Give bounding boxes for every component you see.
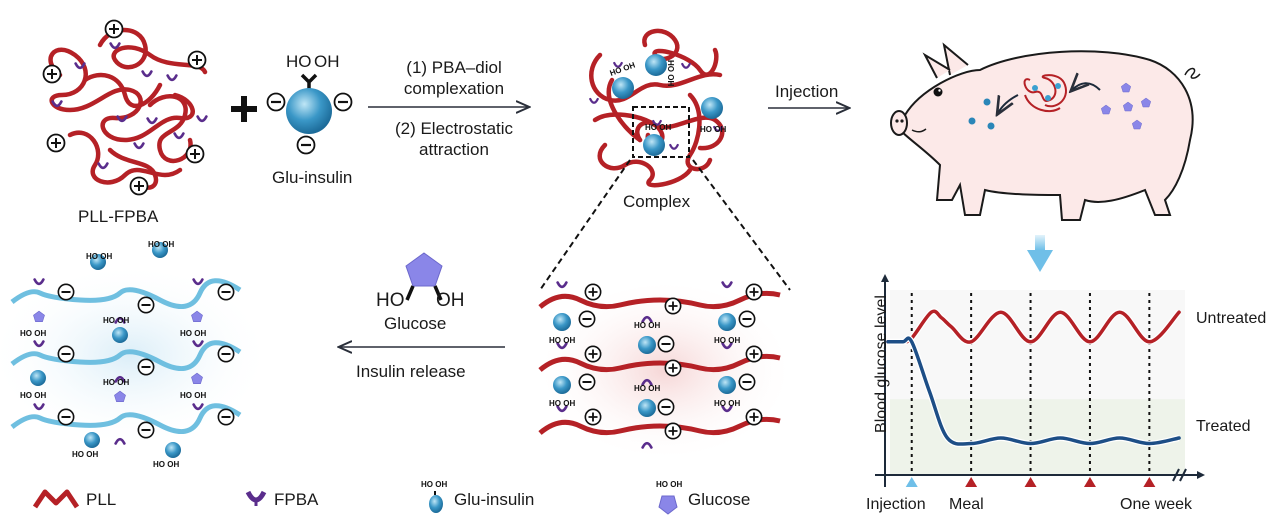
- svg-text:HO OH: HO OH: [153, 460, 179, 469]
- chart-axis-break: [1172, 468, 1180, 482]
- chart-y-axis-arrow: [881, 274, 889, 282]
- svg-text:HO OH: HO OH: [666, 60, 675, 86]
- svg-text:HO OH: HO OH: [421, 480, 447, 489]
- down-arrow-icon: [1027, 235, 1053, 272]
- chart-x-tick-injection: Injection: [866, 496, 926, 513]
- zoom-hydroxyl-labels: HO OH HO OH HO OH HO OH HO OH HO OH: [549, 321, 740, 408]
- step2-line2: attraction: [419, 140, 489, 159]
- chart-meal-marker: [1143, 477, 1156, 487]
- svg-text:HO OH: HO OH: [103, 378, 129, 387]
- chart-line-treated: [886, 336, 1181, 446]
- released-molecules: [30, 242, 204, 458]
- legend-fpba-icon: [245, 490, 267, 506]
- legend-glucose-label: Glucose: [688, 490, 751, 509]
- complex-insulins: [589, 54, 723, 156]
- blood-glucose-chart: [875, 274, 1205, 487]
- chart-line-untreated: [886, 309, 1181, 344]
- svg-text:HO OH: HO OH: [20, 329, 46, 338]
- chart-meal-marker: [965, 477, 978, 487]
- pll-fpba-label: PLL-FPBA: [78, 207, 159, 226]
- chart-axis-break: [1179, 468, 1187, 482]
- glu-insulin-molecule: [266, 73, 353, 155]
- pll-zoom-layers: [538, 290, 781, 436]
- svg-text:HO OH: HO OH: [656, 480, 682, 489]
- legend-pll-icon: [32, 489, 80, 509]
- svg-text:HO OH: HO OH: [72, 450, 98, 459]
- glu-insulin-label: Glu-insulin: [272, 168, 353, 187]
- svg-text:HO OH: HO OH: [549, 336, 575, 345]
- svg-text:HO OH: HO OH: [180, 329, 206, 338]
- svg-text:HO OH: HO OH: [86, 252, 112, 261]
- legend-pll-label: PLL: [86, 490, 117, 509]
- chart-series-label-untreated: Untreated: [1196, 310, 1267, 327]
- pll-released-layers: [10, 278, 242, 435]
- chart-injection-marker: [905, 477, 918, 487]
- step1-line1: (1) PBA–diol: [406, 58, 502, 77]
- svg-text:HO OH: HO OH: [180, 391, 206, 400]
- chart-series-label-treated: Treated: [1196, 418, 1251, 435]
- svg-text:HO OH: HO OH: [20, 391, 46, 400]
- released-hydroxyl-labels: HO OH HO OH HO OH HO OH HO OH HO OH HO OH HO …: [20, 240, 206, 469]
- pig-illustration: [890, 42, 1201, 221]
- insulin-hydroxyl-left: HO: [286, 52, 312, 71]
- chart-meal-marker: [1024, 477, 1037, 487]
- legend-fpba-label: FPBA: [274, 490, 319, 509]
- legend-glu-insulin-icon: HO OH: [421, 480, 447, 513]
- chart-x-axis-arrow: [1197, 471, 1205, 479]
- svg-text:HO OH: HO OH: [714, 336, 740, 345]
- insulin-hydroxyl-right: OH: [314, 52, 340, 71]
- legend-glucose-icon: HO OH: [656, 480, 682, 515]
- chart-meal-marker: [1083, 477, 1096, 487]
- chart-x-tick-meal: Meal: [949, 496, 984, 513]
- glucose-hydroxyl-right: OH: [436, 290, 465, 311]
- svg-text:HO OH: HO OH: [549, 399, 575, 408]
- step2-line1: (2) Electrostatic: [394, 119, 514, 138]
- glucose-molecule: [405, 252, 443, 301]
- zoom-line-right: [692, 159, 791, 291]
- legend-glu-insulin-label: Glu-insulin: [454, 490, 535, 509]
- injection-label: Injection: [775, 82, 839, 101]
- complex-label: Complex: [623, 192, 691, 211]
- svg-text:HO OH: HO OH: [700, 125, 726, 134]
- chart-x-tick-one-week: One week: [1120, 496, 1193, 513]
- glucose-hydroxyl-left: HO: [376, 290, 405, 311]
- zoom-insulins: [553, 281, 736, 449]
- glucose-label: Glucose: [384, 314, 447, 333]
- svg-text:HO OH: HO OH: [634, 321, 660, 330]
- step1-line2: complexation: [403, 79, 505, 98]
- pll-fpba-polymer: [48, 27, 208, 190]
- svg-text:HO OH: HO OH: [645, 123, 671, 132]
- zoom-box: [632, 106, 690, 158]
- svg-text:HO OH: HO OH: [714, 399, 740, 408]
- svg-text:HO OH: HO OH: [148, 240, 174, 249]
- plus-sign-icon: [231, 96, 257, 122]
- svg-text:HO OH: HO OH: [103, 316, 129, 325]
- chart-zone-untreated: [890, 290, 1185, 400]
- zoom-line-left: [539, 159, 631, 291]
- chart-y-axis-label: Blood glucose level: [873, 295, 890, 433]
- svg-text:HO OH: HO OH: [634, 384, 660, 393]
- insulin-release-label: Insulin release: [356, 362, 466, 381]
